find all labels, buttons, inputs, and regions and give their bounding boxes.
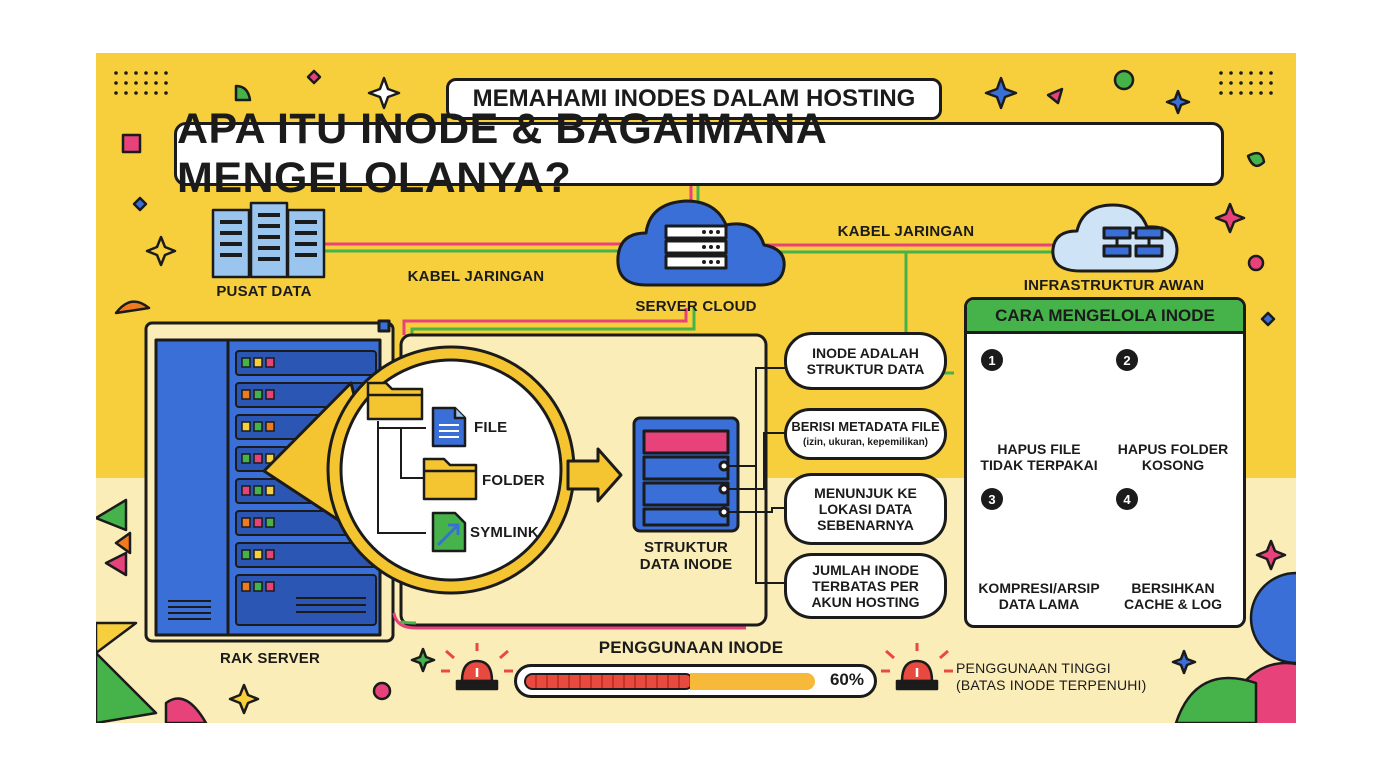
rack-vents (168, 597, 366, 620)
step-label-1: HAPUS FILE TIDAK TERPAKAI (980, 441, 1098, 474)
data-center-label: PUSAT DATA (216, 283, 312, 300)
fact-connectors (728, 367, 786, 584)
fact-pill-2: BERISI METADATA FILE (izin, ukuran, kepe… (784, 408, 947, 460)
page-title: APA ITU INODE & BAGAIMANA MENGELOLANYA? (174, 105, 1224, 202)
step-number-1: 1 (981, 349, 1003, 371)
step-label-3: KOMPRESI/ARSIP DATA LAMA (978, 580, 1100, 613)
inode-structure-label: STRUKTUR DATA INODE (639, 539, 733, 574)
root-folder-icon (366, 381, 424, 421)
siren-left-icon (441, 643, 513, 691)
infographic-canvas: MEMAHAMI INODES DALAM HOSTING APA ITU IN… (96, 53, 1296, 723)
symlink-label: SYMLINK (470, 524, 539, 541)
file-label: FILE (474, 419, 508, 436)
server-rack-label: RAK SERVER (219, 650, 321, 667)
usage-title: PENGGUNAAN INODE (598, 638, 784, 657)
folder-icon (422, 457, 478, 501)
cloud-infrastructure-label: INFRASTRUKTUR AWAN (1023, 277, 1205, 294)
symlink-icon (431, 511, 467, 553)
usage-progress-remaining (690, 673, 815, 690)
cloud-infrastructure-icon (1051, 203, 1179, 273)
step-number-4: 4 (1116, 488, 1138, 510)
fact-pill-1: INODE ADALAH STRUKTUR DATA (784, 332, 947, 390)
inode-cabinet-icon (632, 416, 740, 533)
fact-text-4: JUMLAH INODE TERBATAS PER AKUN HOSTING (811, 561, 920, 611)
usage-progress-fill (524, 673, 695, 690)
step-label-4: BERSIHKAN CACHE & LOG (1124, 580, 1222, 613)
server-cloud-label: SERVER CLOUD (635, 298, 757, 315)
fact-subtext-2: (izin, ukuran, kepemilikan) (802, 436, 929, 448)
decorative-shapes (96, 69, 1296, 723)
siren-right-icon (881, 643, 953, 691)
usage-progress-bar: 60% (514, 664, 877, 698)
file-tree-lines (377, 421, 426, 534)
fact-pill-3: MENUNJUK KE LOKASI DATA SEBENARNYA (784, 473, 947, 545)
folder-label: FOLDER (482, 472, 545, 489)
dot-grid-decoration (114, 71, 1273, 95)
fact-text-3: MENUNJUK KE LOKASI DATA SEBENARNYA (814, 484, 917, 534)
fact-text-2: BERISI METADATA FILE (791, 418, 940, 434)
flow-arrow-icon (566, 447, 623, 503)
page-subtitle: MEMAHAMI INODES DALAM HOSTING (446, 78, 942, 120)
fact-text-1: INODE ADALAH STRUKTUR DATA (806, 344, 925, 377)
step-number-2: 2 (1116, 349, 1138, 371)
panel-accent-lines (392, 612, 746, 630)
cable-label-right: KABEL JARINGAN (837, 223, 975, 240)
usage-percent: 60% (829, 670, 864, 689)
step-number-3: 3 (981, 488, 1003, 510)
infographic-graphics (96, 69, 1296, 723)
step-label-2: HAPUS FOLDER KOSONG (1117, 441, 1229, 474)
manage-inode-title: CARA MENGELOLA INODE (967, 300, 1243, 334)
rack-leds (241, 357, 275, 592)
manage-inode-panel: CARA MENGELOLA INODE 1 2 3 4 HAPUS FILE … (964, 297, 1246, 628)
fact-pill-4: JUMLAH INODE TERBATAS PER AKUN HOSTING (784, 553, 947, 619)
file-icon (431, 406, 467, 448)
data-center-icon (211, 201, 326, 279)
usage-warning-text: PENGGUNAAN TINGGI (BATAS INODE TERPENUHI… (956, 660, 1147, 693)
cable-label-left: KABEL JARINGAN (407, 268, 545, 285)
server-cloud-icon (616, 199, 786, 287)
